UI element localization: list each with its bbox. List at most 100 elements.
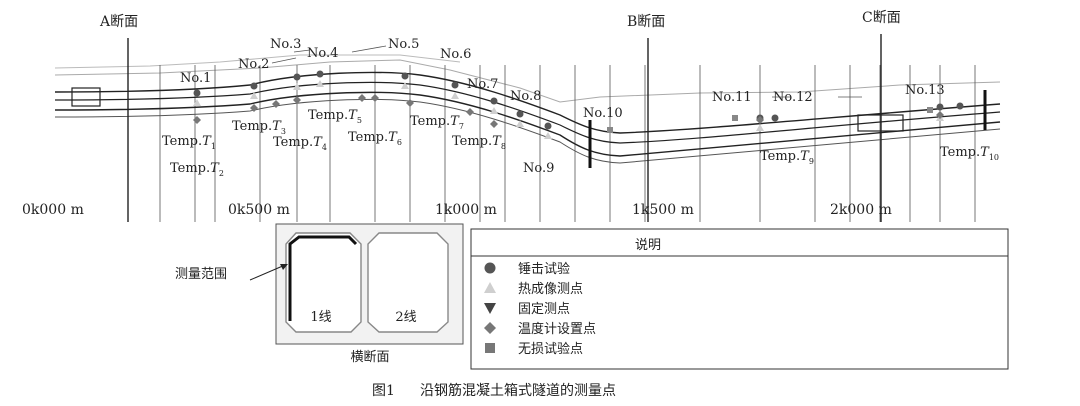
measurement-range-label: 测量范围 bbox=[175, 267, 227, 282]
temperature-label: Temp.T4 bbox=[273, 135, 327, 152]
temperature-label: Temp.T10 bbox=[940, 145, 999, 162]
temperature-label: Temp.T3 bbox=[232, 119, 286, 136]
hammer-test-point bbox=[293, 73, 301, 81]
station-gridlines bbox=[127, 65, 976, 222]
distance-label: 1k000 m bbox=[435, 202, 497, 218]
hammer-test-point bbox=[401, 72, 409, 80]
legend-marker-triangle-up bbox=[484, 282, 496, 293]
figure-caption-number: 图1 bbox=[372, 383, 395, 399]
legend-item-label: 锤击试验 bbox=[518, 261, 570, 277]
point-number-label: No.13 bbox=[905, 83, 945, 98]
cross-section-title: 横断面 bbox=[350, 350, 389, 365]
section-label: A断面 bbox=[99, 14, 138, 30]
point-number-label: No.10 bbox=[583, 106, 623, 121]
point-number-label: No.12 bbox=[773, 90, 813, 105]
legend-marker-square bbox=[485, 343, 495, 353]
thermometer-point bbox=[272, 100, 280, 108]
temperature-label: Temp.T1 bbox=[162, 134, 216, 151]
hammer-test-point bbox=[936, 103, 944, 111]
thermal-point bbox=[490, 107, 498, 114]
temperature-label: Temp.T8 bbox=[452, 134, 506, 151]
thermal-point bbox=[516, 120, 524, 127]
legend-marker-triangle-down bbox=[484, 303, 496, 314]
distance-label: 1k500 m bbox=[632, 202, 694, 218]
hammer-test-point bbox=[516, 110, 524, 118]
hammer-test-point bbox=[250, 82, 258, 90]
point-number-label: No.4 bbox=[307, 46, 338, 61]
hammer-test-point bbox=[490, 97, 498, 105]
legend-item-label: 温度计设置点 bbox=[518, 321, 596, 337]
measurement-markers bbox=[193, 70, 964, 139]
thermometer-point bbox=[293, 96, 301, 104]
hammer-test-point bbox=[193, 89, 201, 97]
distance-label: 0k500 m bbox=[228, 202, 290, 218]
hammer-test-point bbox=[771, 114, 779, 122]
ndt-point bbox=[607, 127, 613, 133]
point-number-labels: No.1No.2No.3No.4No.5No.6No.7No.8No.9No.1… bbox=[180, 37, 945, 176]
legend-item-label: 无损试验点 bbox=[518, 341, 583, 357]
point-number-label: No.2 bbox=[238, 57, 269, 72]
temperature-label: Temp.T7 bbox=[410, 114, 464, 131]
label-leader bbox=[271, 57, 297, 64]
line-1-label: 1线 bbox=[310, 310, 331, 325]
measurement-range-leader bbox=[249, 264, 286, 281]
section-label: B断面 bbox=[627, 14, 665, 30]
temperature-label: Temp.T2 bbox=[170, 161, 224, 178]
label-leader bbox=[351, 45, 387, 53]
ndt-point bbox=[927, 107, 933, 113]
thermal-point bbox=[451, 92, 459, 99]
measurement-range-arrowhead bbox=[280, 264, 288, 270]
hammer-test-point bbox=[544, 122, 552, 130]
line-2-label: 2线 bbox=[395, 310, 416, 325]
thermometer-point bbox=[406, 99, 414, 107]
point-number-label: No.8 bbox=[510, 89, 541, 104]
ground-outline-2 bbox=[54, 54, 461, 69]
hammer-test-point bbox=[451, 81, 459, 89]
thermal-point bbox=[250, 92, 258, 99]
thermal-point bbox=[544, 132, 552, 139]
hammer-test-point bbox=[316, 70, 324, 78]
thermal-point bbox=[193, 99, 201, 106]
legend-item-label: 固定测点 bbox=[518, 302, 570, 317]
point-number-label: No.1 bbox=[180, 71, 211, 86]
thermometer-point bbox=[936, 111, 944, 119]
point-number-label: No.9 bbox=[523, 161, 554, 176]
tunnel-outer-top-edge bbox=[54, 71, 1001, 134]
tunnel-inner-bottom-edge bbox=[54, 98, 1001, 164]
section-box-a bbox=[71, 87, 101, 107]
temperature-label: Temp.T6 bbox=[348, 130, 402, 147]
tunnel-outer-bottom-edge bbox=[54, 91, 1001, 157]
cell-2-outline bbox=[367, 232, 449, 333]
thermometer-point bbox=[490, 120, 498, 128]
legend-marker-diamond bbox=[484, 322, 496, 334]
temperature-label: Temp.T9 bbox=[760, 149, 814, 166]
point-number-label: No.3 bbox=[270, 37, 301, 52]
thermometer-point bbox=[756, 116, 764, 124]
point-number-label: No.5 bbox=[388, 37, 419, 52]
measurement-range-marker bbox=[288, 235, 358, 321]
temperature-label: Temp.T5 bbox=[308, 108, 362, 125]
point-number-label: No.6 bbox=[440, 47, 471, 62]
thermal-point bbox=[756, 124, 764, 131]
temperature-labels: Temp.T1Temp.T2Temp.T3Temp.T4Temp.T5Temp.… bbox=[162, 108, 999, 178]
label-leader bbox=[293, 49, 311, 53]
distance-label: 2k000 m bbox=[830, 202, 892, 218]
cell-1-outline bbox=[285, 232, 362, 333]
cross-section-inset: 1线 2线 横断面 测量范围 bbox=[175, 223, 464, 365]
section-markers: A断面 B断面 C断面 bbox=[99, 10, 901, 222]
thermal-point bbox=[293, 83, 301, 90]
thermal-point bbox=[316, 80, 324, 87]
legend-marker-circle bbox=[484, 262, 496, 274]
legend-title: 说明 bbox=[635, 238, 661, 253]
thermometer-point bbox=[371, 94, 379, 102]
legend-frame bbox=[470, 228, 1009, 370]
section-label: C断面 bbox=[862, 10, 901, 26]
legend-item-label: 热成像测点 bbox=[518, 282, 583, 297]
figure-caption-text: 沿钢筋混凝土箱式隧道的测量点 bbox=[420, 382, 616, 399]
ndt-point bbox=[732, 115, 738, 121]
thermometer-point bbox=[466, 108, 474, 116]
